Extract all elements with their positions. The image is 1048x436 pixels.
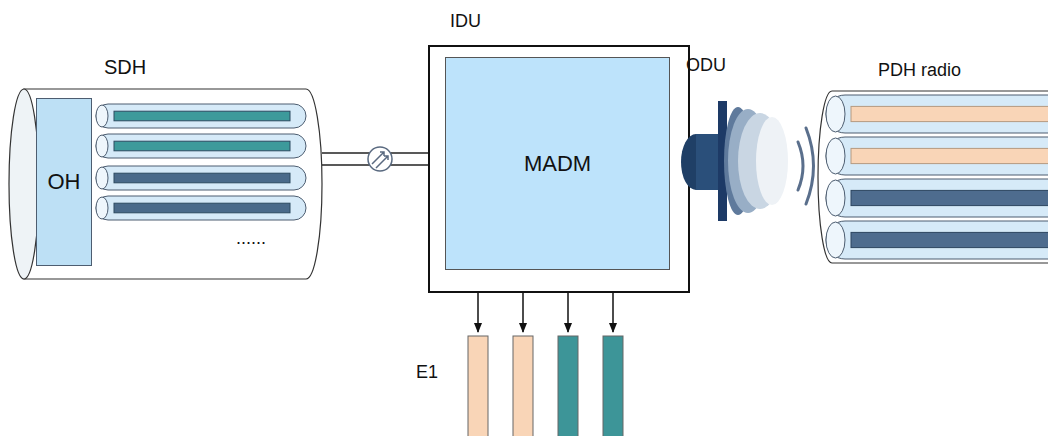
optical-connector-symbol	[368, 147, 392, 171]
madm-box: MADM	[445, 57, 670, 270]
node-text: MADM	[524, 151, 591, 176]
e1-label: E1	[416, 362, 438, 383]
antenna-shape	[680, 95, 795, 225]
ellipsis-mark: ......	[236, 228, 266, 249]
sdh-cylinder: SDHOH	[8, 88, 322, 280]
odu-antenna: ODU	[680, 95, 795, 225]
overhead-band: OH	[36, 98, 92, 266]
node-heading: PDH radio	[878, 60, 961, 81]
node-heading: SDH	[104, 56, 146, 79]
idu-box: IDUMADM	[428, 45, 690, 293]
radio-waves	[798, 128, 814, 204]
pdh-cylinder-shape	[818, 90, 1048, 264]
node-heading: ODU	[686, 55, 726, 76]
node-heading: IDU	[450, 11, 481, 32]
pdh-radio-cylinder: PDH radio	[818, 90, 1048, 264]
e1-bars	[468, 336, 623, 436]
node-text: OH	[48, 169, 81, 194]
